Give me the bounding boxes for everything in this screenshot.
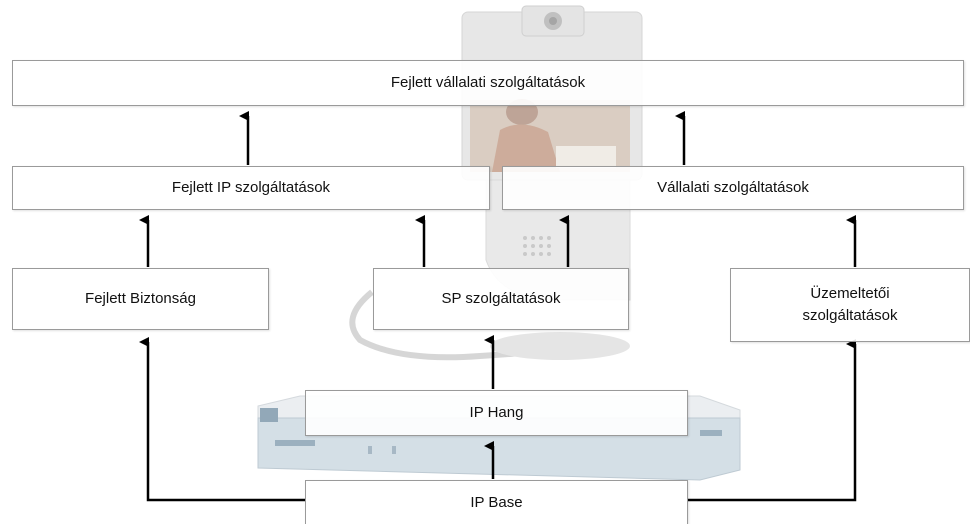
ip-base-box: IP Base [305, 480, 688, 524]
operator-services-box: Üzemeltetői szolgáltatások [730, 268, 970, 342]
advanced-ip-services-box: Fejlett IP szolgáltatások [12, 166, 490, 210]
advanced-security-label: Fejlett Biztonság [85, 290, 196, 307]
sp-services-box: SP szolgáltatások [373, 268, 629, 330]
ip-voice-box: IP Hang [305, 390, 688, 436]
operator-services-label-line2: szolgáltatások [802, 307, 898, 324]
ip-base-label: IP Base [470, 493, 523, 511]
enterprise-services-label: Vállalati szolgáltatások [657, 179, 809, 196]
advanced-ip-services-label: Fejlett IP szolgáltatások [171, 179, 331, 196]
advanced-enterprise-services-box: Fejlett vállalati szolgáltatások [12, 60, 964, 106]
advanced-enterprise-services-label: Fejlett vállalati szolgáltatások [390, 74, 586, 91]
sp-services-label: SP szolgáltatások [441, 290, 561, 307]
ip-voice-label: IP Hang [469, 404, 524, 421]
enterprise-services-box: Vállalati szolgáltatások [502, 166, 964, 210]
operator-services-label-line1: Üzemeltetői [810, 285, 890, 302]
advanced-security-box: Fejlett Biztonság [12, 268, 269, 330]
